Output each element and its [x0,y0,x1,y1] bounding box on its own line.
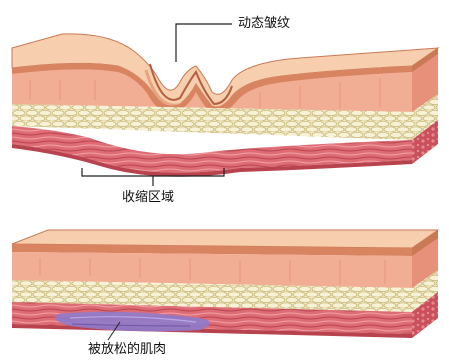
wrinkle-pointer-line [176,24,232,62]
label-dynamic-wrinkle: 动态皱纹 [238,16,290,32]
bottom-skin-block [12,230,438,338]
label-relaxed-muscle: 被放松的肌肉 [88,342,166,358]
top-skin-block [12,34,438,177]
label-contraction-area: 收缩区域 [122,190,174,206]
